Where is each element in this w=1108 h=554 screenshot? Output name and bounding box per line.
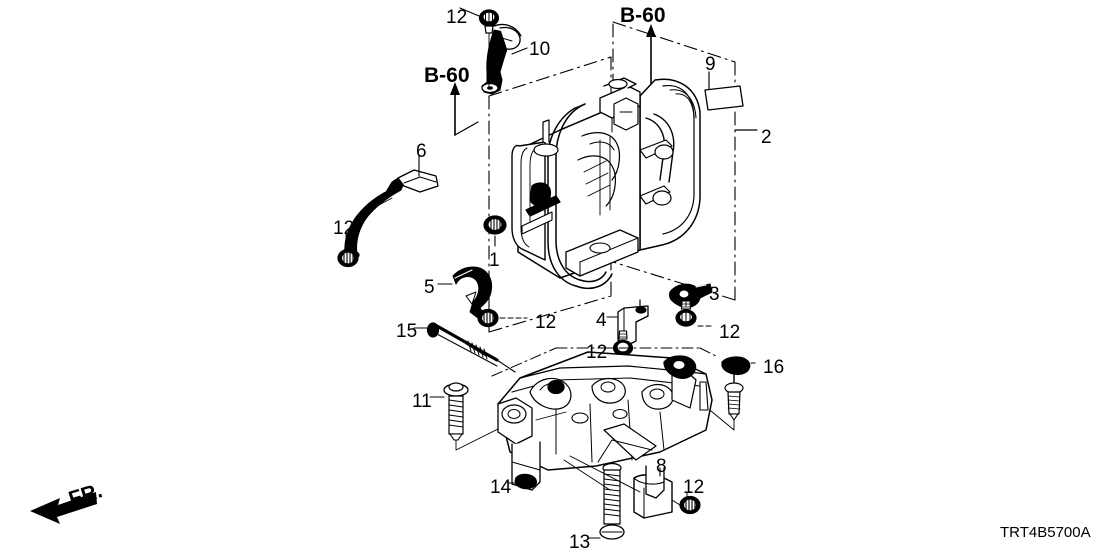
part-11-flange-bolt [443, 382, 469, 441]
callout-9: 9 [705, 54, 716, 75]
callout-1: 1 [489, 250, 500, 271]
leader-12-clamp8 [671, 499, 681, 506]
bracket-group-boundary [491, 347, 717, 377]
section-ref-b60-left: B-60 [424, 64, 470, 87]
callout-15: 15 [396, 321, 418, 342]
part-12-bolt-top [478, 9, 500, 34]
part-13-long-bolt [599, 462, 625, 540]
part-14-compressor-bracket [497, 351, 713, 491]
part-6-mount-bracket [344, 169, 439, 260]
callout-12-under3: 12 [719, 322, 741, 343]
callout-12-stay4: 12 [586, 342, 608, 363]
callout-5: 5 [424, 277, 435, 298]
b60-arrow-left [450, 82, 479, 136]
assembly-line-13 [563, 459, 611, 491]
callout-3: 3 [709, 284, 720, 305]
part-8-hose-clamp [633, 465, 673, 519]
callout-16: 16 [763, 357, 785, 378]
callout-2: 2 [761, 127, 772, 148]
callout-14: 14 [490, 477, 512, 498]
callout-10: 10 [529, 39, 551, 60]
callout-12-left: 12 [333, 218, 355, 239]
part-9-caution-label [704, 85, 744, 111]
part-10-stay-bracket [481, 23, 522, 95]
part-12-bolt-clamp5 [477, 308, 499, 328]
part-16-stud-bolt [721, 356, 751, 421]
assembly-line-8 [569, 455, 641, 493]
callout-6: 6 [416, 141, 427, 162]
part-3-cable-bracket [668, 283, 713, 309]
callout-13: 13 [569, 532, 591, 553]
callout-12-clamp5: 12 [535, 312, 557, 333]
compressor-assembly [511, 77, 701, 290]
leader-10 [511, 47, 528, 55]
fr-direction-arrow [30, 492, 97, 524]
part-12-bolt-left [337, 248, 359, 268]
callout-12-clamp8: 12 [683, 477, 705, 498]
section-ref-b60-right: B-60 [620, 4, 666, 27]
part-12-bolt-clamp8 [679, 495, 701, 515]
part-1-grommet [483, 215, 507, 235]
diagram-code: TRT4B5700A [1000, 524, 1091, 541]
leader-12-top [459, 7, 480, 17]
callout-12-top: 12 [446, 7, 468, 28]
part-15-through-bolt [426, 322, 516, 373]
callout-11: 11 [412, 391, 432, 412]
callout-4: 4 [596, 310, 607, 331]
callout-8: 8 [656, 456, 667, 477]
